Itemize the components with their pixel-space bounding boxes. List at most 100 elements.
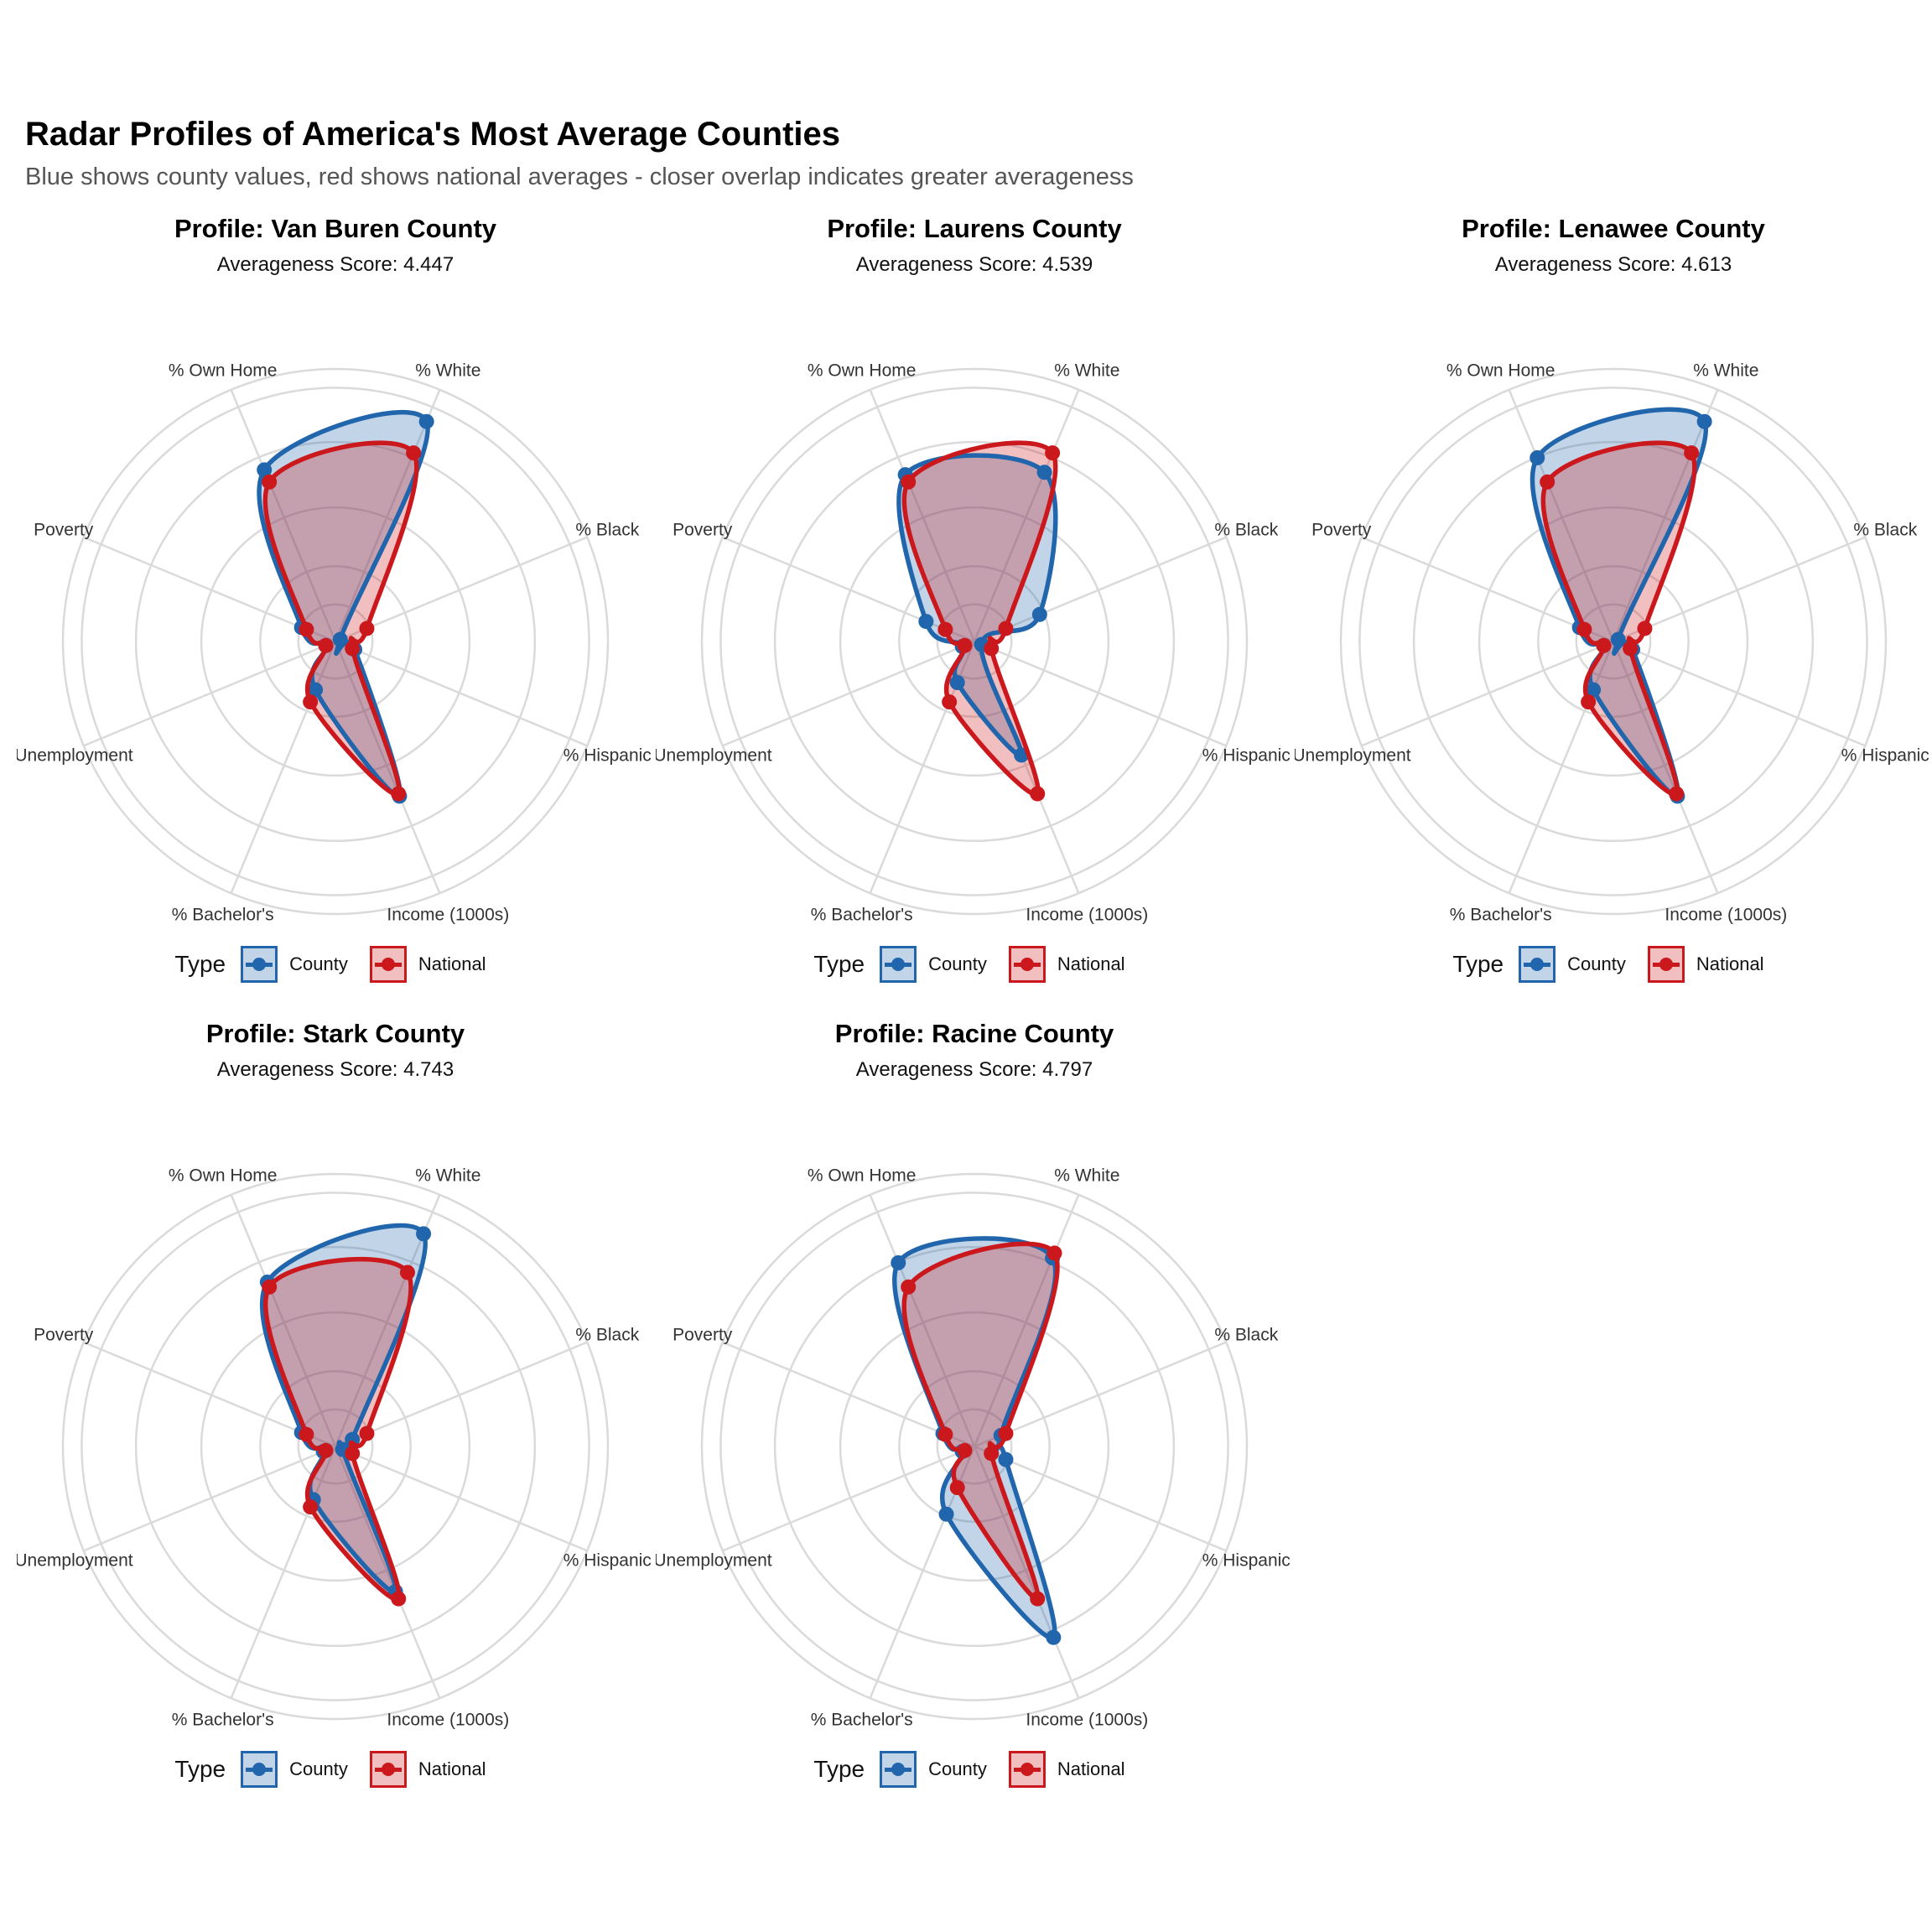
axis-label: % White (1054, 361, 1119, 381)
series-area (904, 443, 1056, 795)
grid-spoke (1612, 641, 1719, 894)
main-title: Radar Profiles of America's Most Average… (25, 116, 841, 153)
data-point (318, 1442, 334, 1458)
panel-subtitle: Averageness Score: 4.539 (855, 253, 1093, 276)
data-point (949, 675, 965, 691)
legend-key (369, 946, 407, 983)
legend-title: Type (174, 951, 226, 977)
grid-spoke (722, 1341, 975, 1448)
data-point (262, 474, 278, 490)
data-point (998, 1452, 1014, 1467)
panel-title: Profile: Laurens County (827, 214, 1122, 243)
grid-ring (134, 440, 537, 843)
panel-subtitle: Averageness Score: 4.613 (1494, 253, 1732, 276)
axis-label: Poverty (34, 1326, 94, 1345)
axis-label: % Own Home (169, 361, 278, 381)
grid-ring (1339, 367, 1888, 916)
grid-ring (700, 367, 1249, 916)
data-point (1581, 694, 1597, 710)
axis-label: % Unemployment (656, 1550, 772, 1570)
legend-key-dot (381, 958, 395, 971)
axis-label: % Hispanic (1202, 1550, 1291, 1570)
legend-key (880, 946, 917, 983)
series-area (894, 1238, 1056, 1639)
legend-label: County (289, 1758, 348, 1779)
axis-label: Poverty (673, 1326, 733, 1345)
axis-label: Income (1000s) (1665, 905, 1787, 924)
axis-label: % Unemployment (656, 745, 772, 765)
grid-spoke (83, 1445, 336, 1552)
axis-label: Income (1000s) (387, 905, 509, 924)
grid-ring (297, 603, 374, 680)
series-area (265, 1259, 411, 1600)
panel-title: Profile: Stark County (205, 1019, 465, 1048)
grid-spoke (230, 1446, 337, 1699)
axis-label: % Bachelor's (1450, 905, 1552, 924)
grid-ring (700, 1172, 1249, 1721)
grid-ring (200, 1311, 471, 1582)
legend-label: National (418, 953, 486, 974)
legend-key (880, 1751, 917, 1788)
legend-key-dot (891, 1763, 906, 1776)
legend-key-dot (381, 1763, 395, 1776)
grid-spoke (1361, 536, 1614, 643)
data-point (1696, 413, 1712, 429)
grid-spoke (1613, 640, 1866, 747)
data-point (399, 1265, 415, 1280)
axis-label: % Hispanic (1841, 745, 1929, 765)
grid-ring (200, 506, 471, 777)
data-point (359, 621, 375, 636)
data-point (998, 621, 1014, 636)
grid-ring (259, 1370, 412, 1523)
grid-spoke (722, 1445, 975, 1552)
data-point (1610, 631, 1626, 647)
legend-label: County (1567, 953, 1626, 974)
data-point (303, 1499, 319, 1515)
series-area (265, 443, 417, 795)
data-point (262, 1279, 278, 1295)
axis-label: Poverty (673, 521, 733, 540)
data-point (1637, 621, 1653, 636)
grid-spoke (83, 1341, 336, 1448)
axis-label: % Black (575, 521, 639, 540)
data-point (957, 637, 973, 653)
axis-label: % White (1054, 1166, 1119, 1186)
grid-ring (839, 1311, 1110, 1582)
grid-ring (898, 565, 1051, 718)
axis-label: % Unemployment (17, 745, 133, 765)
grid-spoke (334, 1446, 441, 1699)
grid-spoke (83, 536, 336, 643)
grid-spoke (974, 1445, 1227, 1552)
data-point (359, 1426, 375, 1441)
data-point (957, 1442, 973, 1458)
data-point (308, 682, 324, 698)
data-point (1586, 682, 1602, 698)
grid-spoke (1508, 389, 1615, 642)
data-point (1540, 474, 1555, 490)
legend-key-dot (252, 958, 267, 971)
legend-label: National (1057, 953, 1125, 974)
grid-spoke (335, 536, 588, 643)
legend-key (1647, 946, 1685, 983)
data-point (303, 694, 319, 710)
data-point (1596, 637, 1612, 653)
grid-ring (1358, 387, 1868, 896)
data-point (391, 1591, 407, 1607)
grid-spoke (335, 640, 588, 747)
legend-key (1008, 946, 1046, 983)
grid-spoke (869, 389, 976, 642)
data-point (1030, 1591, 1046, 1607)
grid-spoke (335, 1341, 588, 1448)
data-point (984, 641, 1000, 657)
panel-title: Profile: Van Buren County (174, 214, 497, 243)
data-point (984, 1446, 1000, 1462)
axis-label: % Black (1853, 521, 1917, 540)
grid-ring (297, 1408, 374, 1485)
data-point (345, 641, 361, 657)
